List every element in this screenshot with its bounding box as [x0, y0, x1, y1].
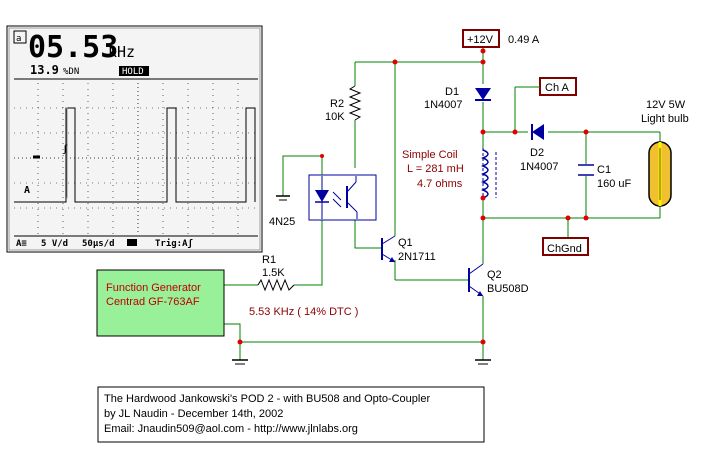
- transistor-q2: [468, 263, 484, 297]
- scope-footer-volts: 5 V/d: [41, 239, 68, 249]
- diode-d2: [531, 124, 544, 140]
- junction-dots: [237, 48, 589, 345]
- q2-part: BU508D: [487, 283, 529, 295]
- coil-title: Simple Coil: [402, 149, 458, 161]
- chgnd-label-box: [542, 237, 589, 256]
- d2-part: 1N4007: [520, 161, 559, 173]
- supply-label: +12V: [467, 34, 494, 46]
- d2-name: D2: [530, 147, 544, 159]
- circuit-wires: [224, 48, 661, 360]
- scope-footer-time: 50μs/d: [82, 239, 115, 249]
- c1-value: 160 uF: [597, 178, 632, 190]
- light-bulb: [648, 141, 672, 207]
- resistor-r2: [348, 85, 362, 121]
- scope-trace-marker: A: [24, 185, 30, 196]
- r1-value: 1.5K: [262, 267, 285, 279]
- bulb-label-line1: 12V 5W: [646, 99, 686, 111]
- scope-range-glyph: a: [16, 34, 21, 44]
- fg-line1: Function Generator: [106, 282, 201, 294]
- scope-hold-label: HOLD: [122, 67, 144, 77]
- scope-waveform-ghost: [65, 107, 68, 199]
- chgnd-label: ChGnd: [547, 243, 582, 255]
- opto-ground-symbol: [276, 195, 290, 201]
- d1-part: 1N4007: [424, 99, 463, 111]
- scope-center-axes: [14, 83, 258, 234]
- d1-name: D1: [445, 86, 459, 98]
- scope-footer-trigger: Trig:Aʃ: [155, 238, 194, 249]
- caption-line3: Email: Jnaudin509@aol.com - http://www.j…: [104, 423, 358, 435]
- scope-duty-value: 13.9: [30, 63, 59, 77]
- scope-hold-badge: [119, 66, 149, 76]
- diode-d1: [475, 88, 491, 101]
- q2-name: Q2: [487, 269, 502, 281]
- capacitor-c1: [578, 164, 594, 176]
- frequency-note: 5.53 KHz ( 14% DTC ): [249, 306, 358, 318]
- transistor-q1: [381, 235, 396, 263]
- scope-range-icon: [13, 30, 27, 44]
- ground-symbol-right: [475, 359, 491, 365]
- caption-line2: by JL Naudin - December 14th, 2002: [104, 408, 283, 420]
- coil-inductor: [480, 148, 497, 200]
- scope-footer-battery-icon: [127, 239, 137, 246]
- bulb-label-line2: Light bulb: [641, 113, 689, 125]
- c1-name: C1: [597, 164, 611, 176]
- coil-inductance: L = 281 mH: [407, 163, 464, 175]
- ground-symbol-left: [232, 359, 248, 365]
- function-generator-box: [96, 269, 225, 337]
- supply-current: 0.49 A: [508, 34, 540, 46]
- scope-trigger-marker: ʃ: [62, 144, 68, 155]
- coil-resistance: 4.7 ohms: [417, 178, 463, 190]
- resistor-r1: [257, 278, 295, 292]
- cha-label: Ch A: [545, 82, 570, 94]
- oscilloscope-display: a 05.53 kHz 13.9 %DN HOLD: [6, 25, 263, 253]
- caption-line1: The Hardwood Jankowski's POD 2 - with BU…: [104, 393, 430, 405]
- r2-value: 10K: [325, 111, 345, 123]
- q1-part: 2N1711: [398, 251, 436, 263]
- scope-frequency-value: 05.53: [28, 30, 118, 65]
- q1-name: Q1: [398, 237, 413, 249]
- supply-label-box: [462, 29, 500, 48]
- scope-duty-unit: %DN: [63, 67, 79, 77]
- opto-label: 4N25: [269, 216, 295, 228]
- optocoupler-4n25: [308, 174, 377, 221]
- scope-footer-channel: A≡: [16, 239, 27, 249]
- caption-box: [97, 386, 485, 443]
- r2-name: R2: [330, 98, 344, 110]
- scope-frequency-unit: kHz: [108, 43, 135, 61]
- r1-name: R1: [262, 254, 276, 266]
- fg-line2: Centrad GF-763AF: [106, 296, 200, 308]
